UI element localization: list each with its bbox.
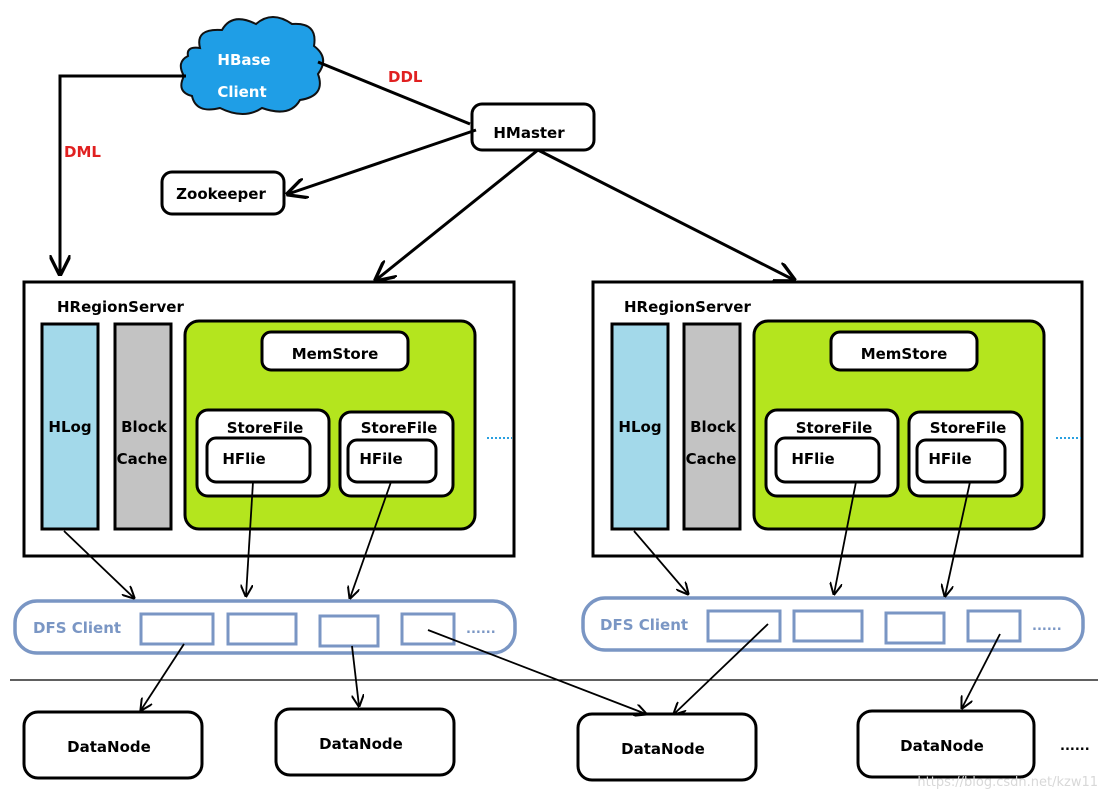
- hmaster-label: HMaster: [493, 124, 565, 142]
- datanode-box: [274, 707, 456, 777]
- regionserver-1: HRegionServer HLog Block Cache MemStore …: [22, 280, 516, 558]
- hmaster-regionserver2-edge: [537, 148, 794, 280]
- hfile-label: HFile: [359, 450, 402, 468]
- watermark-text: https://blog.csdn.net/kzw11: [917, 775, 1098, 790]
- ddl-edge: [317, 60, 471, 126]
- client-label-line2: Client: [217, 83, 266, 101]
- hfile-box: [774, 436, 881, 484]
- datanode-group: DataNode DataNode DataNode DataNode ....…: [22, 707, 1090, 782]
- dfs-datanode-edge: [141, 643, 185, 710]
- regionserver-2: HRegionServer HLog Block Cache MemStore …: [591, 280, 1084, 558]
- block-cache-box: [113, 322, 173, 531]
- hlog-box: [610, 322, 670, 531]
- hfile-box: [915, 438, 1007, 484]
- hfile-label: HFlie: [222, 450, 265, 468]
- hmaster-zookeeper-edge: [288, 128, 477, 194]
- dfs-block: [139, 612, 215, 646]
- regionserver-title: HRegionServer: [624, 298, 751, 316]
- dml-label: DML: [64, 143, 101, 161]
- ddl-label: DDL: [388, 68, 423, 86]
- dfs-block: [706, 609, 782, 643]
- hfile-dfs-edge: [246, 481, 254, 596]
- block-cache-label-line2: Cache: [117, 450, 168, 468]
- dfs-datanode-edge: [962, 633, 1001, 708]
- datanode-label: DataNode: [900, 737, 984, 755]
- dfs-client-label: DFS Client: [33, 619, 121, 637]
- block-cache-label-line2: Cache: [686, 450, 737, 468]
- dfs-datanode-edge: [351, 645, 359, 706]
- dfs-more-dots: ......: [466, 622, 496, 637]
- dfs-block: [400, 612, 456, 646]
- datanode-box: [22, 710, 204, 780]
- memstore-box: [260, 330, 410, 372]
- zookeeper-node: Zookeeper: [160, 170, 286, 216]
- dml-edge: [60, 74, 186, 274]
- datanode-label: DataNode: [621, 740, 705, 758]
- hfile-box: [346, 438, 438, 484]
- hmaster-regionserver1-edge: [376, 148, 539, 280]
- hfile-dfs-edge: [350, 481, 392, 598]
- hlog-box: [40, 322, 100, 531]
- hfile-label: HFlie: [791, 450, 834, 468]
- hlog-label: HLog: [48, 418, 91, 436]
- hmaster-box: [470, 102, 596, 152]
- zookeeper-label: Zookeeper: [176, 185, 266, 203]
- storefile-label: StoreFile: [930, 419, 1007, 437]
- block-cache-label-line1: Block: [690, 418, 737, 436]
- storefile-label: StoreFile: [227, 419, 304, 437]
- dfs-more-dots: ......: [1032, 619, 1062, 634]
- dfs-client-2: DFS Client ......: [581, 596, 1085, 652]
- hfile-dfs-edge: [834, 481, 857, 594]
- datanode-more-dots: ......: [1060, 739, 1090, 754]
- dfs-block: [318, 614, 380, 648]
- hfile-box: [205, 436, 312, 484]
- storefile-label: StoreFile: [361, 419, 438, 437]
- dfs-client-label: DFS Client: [600, 616, 688, 634]
- datanode-box: [856, 709, 1036, 779]
- dfs-block: [884, 611, 946, 645]
- dfs-block: [966, 609, 1022, 643]
- hbase-client-node: HBase Client: [179, 16, 325, 115]
- hmaster-node: HMaster: [470, 102, 596, 152]
- dfs-datanode-edge: [674, 623, 769, 714]
- storefile-label: StoreFile: [796, 419, 873, 437]
- memstore-label: MemStore: [292, 345, 379, 363]
- hfile-dfs-edge: [945, 481, 971, 596]
- memstore-box: [829, 330, 979, 372]
- dfs-client-1: DFS Client ......: [13, 599, 517, 655]
- hlog-dfs-edge: [633, 530, 688, 594]
- dfs-datanode-edge: [427, 629, 646, 714]
- hlog-label: HLog: [618, 418, 661, 436]
- datanode-box: [576, 712, 758, 782]
- datanode-label: DataNode: [67, 738, 151, 756]
- hfile-label: HFile: [928, 450, 971, 468]
- block-cache-label-line1: Block: [121, 418, 168, 436]
- dfs-block: [226, 612, 298, 646]
- client-label-line1: HBase: [217, 51, 270, 69]
- datanode-label: DataNode: [319, 735, 403, 753]
- dfs-block: [792, 609, 864, 643]
- memstore-label: MemStore: [861, 345, 948, 363]
- hlog-dfs-edge: [63, 530, 134, 598]
- block-cache-box: [682, 322, 742, 531]
- regionserver-title: HRegionServer: [57, 298, 184, 316]
